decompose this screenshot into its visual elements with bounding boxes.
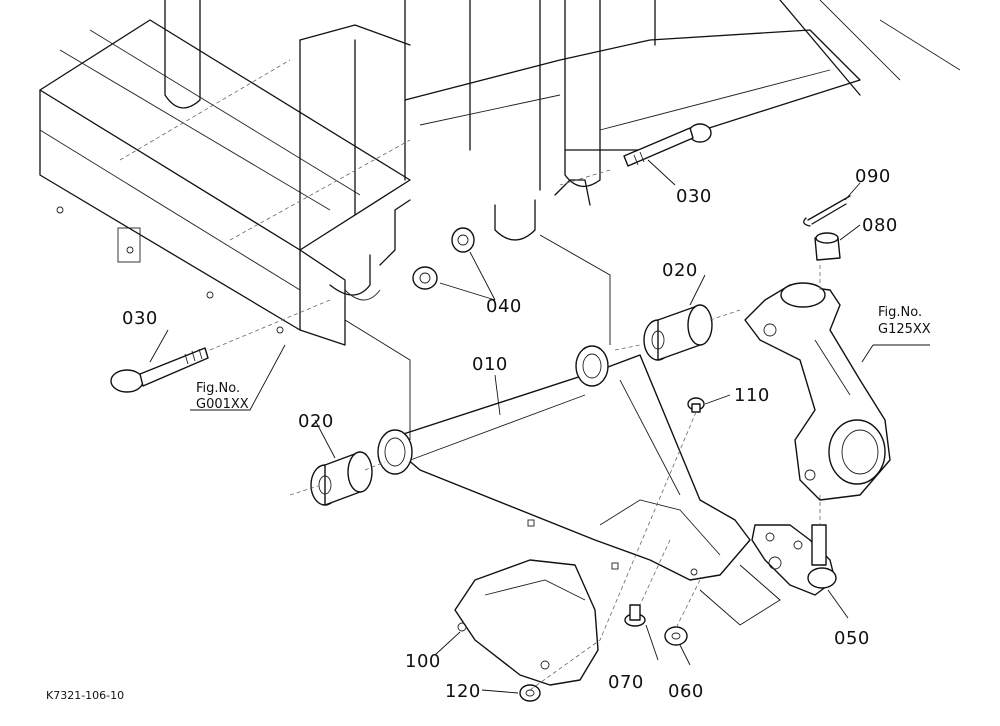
callout-060: 060 xyxy=(668,681,704,702)
fig-ref-left-line1: Fig.No. xyxy=(196,381,240,396)
callout-020-right: 020 xyxy=(662,260,698,281)
cover-plate-100 xyxy=(454,559,599,686)
callout-100: 100 xyxy=(405,651,441,672)
callout-040: 040 xyxy=(486,296,522,317)
callout-020-left: 020 xyxy=(298,411,334,432)
fig-ref-right-line2: G125XX xyxy=(878,322,931,337)
callout-080: 080 xyxy=(862,215,898,236)
steering-knuckle xyxy=(744,282,891,501)
bushing-020-right xyxy=(643,304,713,361)
fig-reference-right: Fig.No. G125XX xyxy=(878,305,931,337)
ball-joint-050 xyxy=(751,524,837,596)
bolt-030-left xyxy=(110,347,209,393)
fig-reference-left: Fig.No. G001XX xyxy=(196,381,249,412)
lower-arm-010 xyxy=(377,345,751,581)
diagram-code: K7321-106-10 xyxy=(46,689,124,702)
bolt-070 xyxy=(624,604,646,627)
callout-110: 110 xyxy=(734,385,770,406)
bolt-030-right xyxy=(623,123,712,167)
nut-080 xyxy=(814,232,841,261)
callout-030-left: 030 xyxy=(122,308,158,329)
callout-030-right: 030 xyxy=(676,186,712,207)
cotter-pin-090 xyxy=(803,195,851,227)
bolt-110 xyxy=(687,397,705,413)
callout-050: 050 xyxy=(834,628,870,649)
leader-lines xyxy=(149,159,930,694)
callouts: 010 020 020 030 030 040 050 060 070 080 … xyxy=(122,166,898,702)
callout-120: 120 xyxy=(445,681,481,702)
callout-010: 010 xyxy=(472,354,508,375)
fig-ref-left-line2: G001XX xyxy=(196,397,249,412)
bushing-020-left xyxy=(310,451,373,506)
callout-090: 090 xyxy=(855,166,891,187)
callout-070: 070 xyxy=(608,672,644,693)
nuts-040 xyxy=(412,227,475,290)
nut-060 xyxy=(664,626,688,646)
assembly-lines xyxy=(209,169,821,691)
nut-120 xyxy=(519,684,541,702)
fig-ref-right-line1: Fig.No. xyxy=(878,305,922,320)
